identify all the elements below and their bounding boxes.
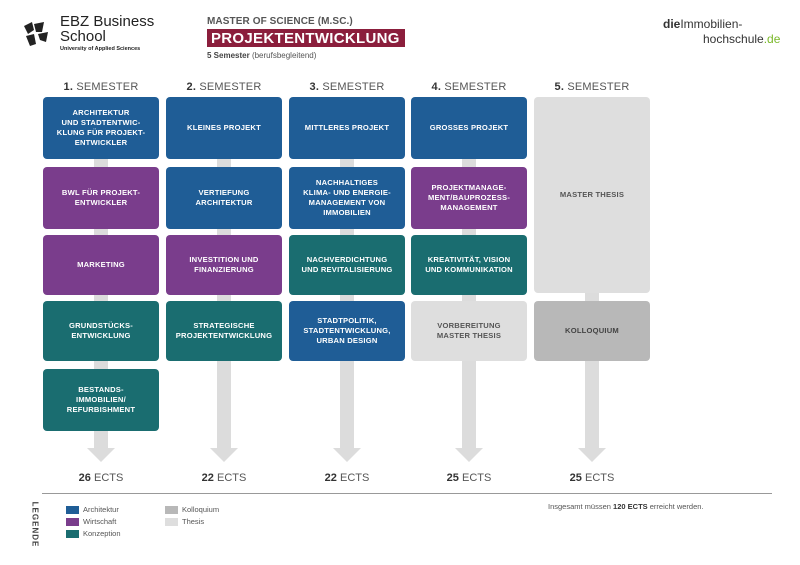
ects-value: 26 [78, 472, 91, 484]
module-box: STADTPOLITIK, STADTENTWICKLUNG, URBAN DE… [289, 301, 405, 361]
module-box: MARKETING [43, 235, 159, 295]
brand-rest: Immobilien- [680, 17, 743, 31]
brand-tld: .de [763, 32, 781, 46]
legend-swatch [165, 517, 178, 526]
progress-arrow-head-icon [87, 448, 115, 462]
module-box: NACHVERDICHTUNG UND REVITALISIERUNG [289, 235, 405, 295]
progress-arrow-head-icon [578, 448, 606, 462]
program-title: PROJEKTENTWICKLUNG [207, 29, 405, 47]
module-box: STRATEGISCHE PROJEKTENTWICKLUNG [166, 301, 282, 361]
semester-ects: 22 ECTS [165, 472, 283, 484]
ects-unit: ECTS [90, 472, 124, 484]
legend-swatch [165, 505, 178, 514]
semester-ects: 25 ECTS [410, 472, 528, 484]
total-ects-note: Insgesamt müssen 120 ECTS erreicht werde… [548, 502, 704, 511]
semester-label: SEMESTER [564, 81, 630, 93]
legend-label: Kolloquium [182, 505, 220, 514]
module-box: PROJEKTMANAGE- MENT/BAUPROZESS- MANAGEME… [411, 167, 527, 229]
semester-header: 5. SEMESTER [533, 81, 651, 93]
legend-label: Thesis [182, 517, 205, 526]
semester-number: 3. [309, 81, 320, 93]
module-box: KOLLOQUIUM [534, 301, 650, 361]
semester-number: 4. [431, 81, 442, 93]
school-name-line2: School [60, 28, 106, 45]
ects-unit: ECTS [581, 472, 615, 484]
program-degree-label: MASTER OF SCIENCE (M.SC.) [207, 16, 353, 27]
module-box: BWL FÜR PROJEKT- ENTWICKLER [43, 167, 159, 229]
legend-swatch [66, 517, 79, 526]
ects-value: 25 [569, 472, 582, 484]
module-box: GRUNDSTÜCKS- ENTWICKLUNG [43, 301, 159, 361]
brand-logo-line1: dieImmobilien- [663, 17, 742, 31]
module-box: BESTANDS- IMMOBILIEN/ REFURBISHMENT [43, 369, 159, 431]
ects-value: 22 [201, 472, 214, 484]
semester-number: 1. [63, 81, 74, 93]
brand-logo-line2: hochschule.de [703, 32, 780, 46]
semester-label: SEMESTER [441, 81, 507, 93]
legend-label: Architektur [83, 505, 119, 514]
total-post: erreicht werden. [649, 502, 704, 511]
semester-label: SEMESTER [196, 81, 262, 93]
module-box: KREATIVITÄT, VISION UND KOMMUNIKATION [411, 235, 527, 295]
progress-arrow-head-icon [455, 448, 483, 462]
legend-item: Wirtschaft [66, 517, 116, 526]
semester-ects: 26 ECTS [42, 472, 160, 484]
module-box: INVESTITION UND FINANZIERUNG [166, 235, 282, 295]
semester-label: SEMESTER [73, 81, 139, 93]
module-box: ARCHITEKTUR UND STADTENTWIC- KLUNG FÜR P… [43, 97, 159, 159]
module-box: VERTIEFUNG ARCHITEKTUR [166, 167, 282, 229]
module-box: KLEINES PROJEKT [166, 97, 282, 159]
module-box: GROSSES PROJEKT [411, 97, 527, 159]
ects-unit: ECTS [213, 472, 247, 484]
legend-label: Wirtschaft [83, 517, 117, 526]
semester-ects: 22 ECTS [288, 472, 406, 484]
total-pre: Insgesamt müssen [548, 502, 611, 511]
progress-arrow-head-icon [210, 448, 238, 462]
brand-bold: die [663, 17, 681, 31]
ects-unit: ECTS [336, 472, 370, 484]
total-ects-value: 120 ECTS [613, 502, 648, 511]
program-mode: (berufsbegleitend) [251, 51, 317, 60]
semester-header: 4. SEMESTER [410, 81, 528, 93]
semester-ects: 25 ECTS [533, 472, 651, 484]
legend-swatch [66, 529, 79, 538]
footer-divider [42, 493, 772, 494]
semester-number: 5. [554, 81, 565, 93]
module-box: NACHHALTIGES KLIMA- UND ENERGIE- MANAGEM… [289, 167, 405, 229]
semester-header: 2. SEMESTER [165, 81, 283, 93]
semester-number: 2. [186, 81, 197, 93]
school-name: EBZ Business School [60, 14, 154, 44]
ects-unit: ECTS [458, 472, 492, 484]
brand-line2: hochschule [703, 32, 764, 46]
semester-header: 1. SEMESTER [42, 81, 160, 93]
legend-swatch [66, 505, 79, 514]
legend-item: Thesis [165, 517, 204, 526]
module-box: MASTER THESIS [534, 97, 650, 293]
module-box: MITTLERES PROJEKT [289, 97, 405, 159]
program-subtitle: 5 Semester (berufsbegleitend) [207, 51, 316, 60]
semester-header: 3. SEMESTER [288, 81, 406, 93]
module-box: VORBEREITUNG MASTER THESIS [411, 301, 527, 361]
legend-item: Kolloquium [165, 505, 219, 514]
legend-label: Konzeption [83, 529, 121, 538]
school-name-line1: EBZ Business [60, 13, 155, 30]
ebz-logo-icon [22, 20, 50, 48]
legend-title: LEGENDE [30, 501, 40, 548]
legend-item: Architektur [66, 505, 119, 514]
ects-value: 25 [446, 472, 459, 484]
ects-value: 22 [324, 472, 337, 484]
program-duration: 5 Semester [207, 51, 250, 60]
progress-arrow-head-icon [333, 448, 361, 462]
school-subtitle: University of Applied Sciences [60, 46, 141, 52]
semester-label: SEMESTER [319, 81, 385, 93]
legend-item: Konzeption [66, 529, 121, 538]
